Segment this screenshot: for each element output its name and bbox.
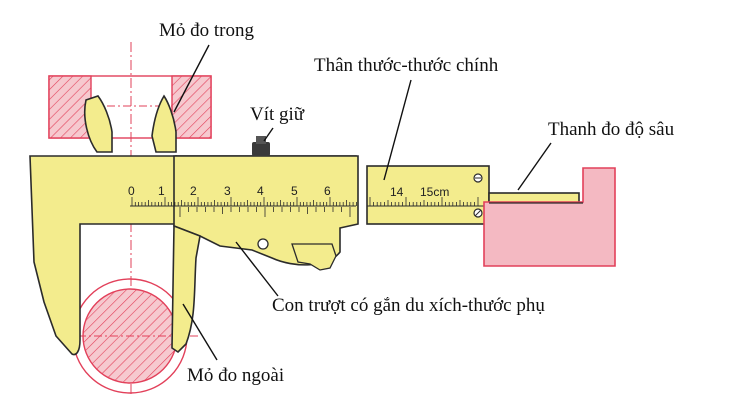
scale-digit-0: 0	[128, 184, 135, 198]
thumb-wheel	[291, 243, 337, 271]
scale-digit-14: 14	[390, 185, 404, 199]
leader-inner-jaws	[173, 44, 210, 113]
scale-digit-6: 6	[324, 184, 331, 198]
scale-digit-15cm: 15cm	[420, 185, 449, 199]
label-inner-jaws: Mỏ đo trong	[159, 20, 255, 41]
scale-digit-3: 3	[224, 184, 231, 198]
slider-inner-jaw	[151, 94, 177, 153]
leader-outer-jaws	[182, 303, 218, 361]
fixed-jaw	[29, 95, 177, 356]
label-main-beam: Thân thước-thước chính	[314, 55, 499, 76]
beam-end-screws	[473, 173, 483, 218]
scale-digit-4: 4	[257, 184, 264, 198]
label-depth-rod: Thanh đo độ sâu	[548, 119, 675, 140]
main-scale-ticks	[131, 197, 479, 206]
scale-digit-2: 2	[190, 184, 197, 198]
leader-main-beam	[383, 79, 412, 181]
scale-digit-1: 1	[158, 184, 165, 198]
label-slider-vernier: Con trượt có gắn du xích-thước phụ	[272, 295, 545, 316]
lock-screw-part	[252, 136, 270, 156]
outer-workpiece	[62, 278, 198, 394]
vernier-scale-ticks	[179, 207, 351, 217]
depth-workpiece	[483, 167, 616, 267]
scale-digits: 0 1 2 3 4 5 6 14 15cm	[128, 184, 449, 199]
label-lock-screw: Vít giữ	[250, 104, 305, 125]
scale-digit-5: 5	[291, 184, 298, 198]
label-outer-jaws: Mỏ đo ngoài	[187, 365, 284, 386]
leader-depth-rod	[517, 142, 552, 191]
leader-slider	[235, 241, 279, 297]
slider-outer-jaw	[171, 224, 201, 354]
leader-lock-screw	[263, 127, 274, 142]
inner-workpiece	[48, 75, 212, 139]
